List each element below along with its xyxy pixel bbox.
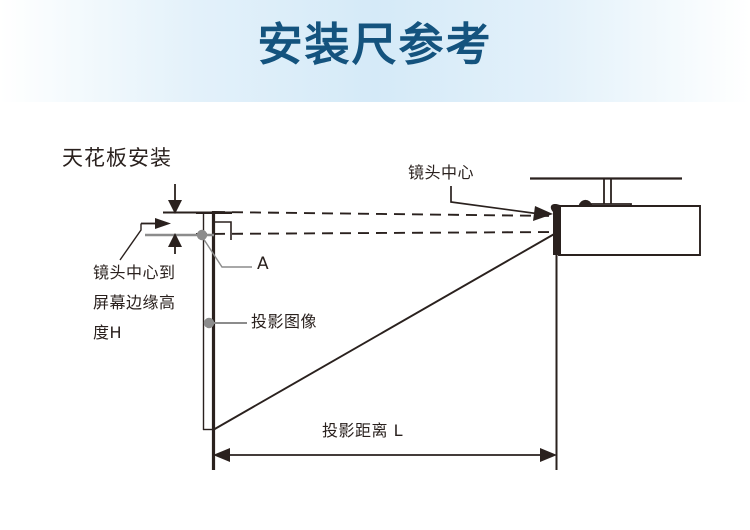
projector-icon: [558, 199, 701, 256]
lens-center-leader-line: [450, 186, 553, 221]
label-angle-a: A: [257, 254, 269, 274]
installation-diagram: 天花板安装 镜头中心到 屏幕边缘高 度H A 投影图像 镜头中心 投影距离 L: [0, 102, 750, 530]
projected-image-marker: [203, 317, 247, 329]
dot-marker-icon: [196, 229, 208, 241]
diagram-svg: [119, 177, 701, 470]
angle-a-marker: [200, 221, 252, 268]
horizontal-dimension-arrow-icon: [213, 448, 557, 462]
label-projection-distance: 投影距离 L: [322, 421, 404, 440]
label-lens-center: 镜头中心: [408, 163, 475, 182]
label-lens-center-to-screen-edge-height: 镜头中心到 屏幕边缘高 度H: [93, 258, 176, 348]
label-projected-image: 投影图像: [251, 312, 318, 331]
label-lens-height-line-3: 度H: [93, 323, 123, 342]
dashed-beam-line-icon: [195, 211, 557, 235]
page-title: 安装尺参考: [257, 18, 493, 71]
label-lens-height-line-2: 屏幕边缘高: [93, 293, 176, 312]
vertical-dimension-arrow-icon: [119, 184, 182, 261]
solid-beam-line-icon: [212, 232, 557, 431]
label-ceiling-mount: 天花板安装: [62, 146, 172, 170]
header-banner: 安装尺参考: [0, 0, 750, 102]
label-lens-height-line-1: 镜头中心到: [93, 263, 176, 282]
